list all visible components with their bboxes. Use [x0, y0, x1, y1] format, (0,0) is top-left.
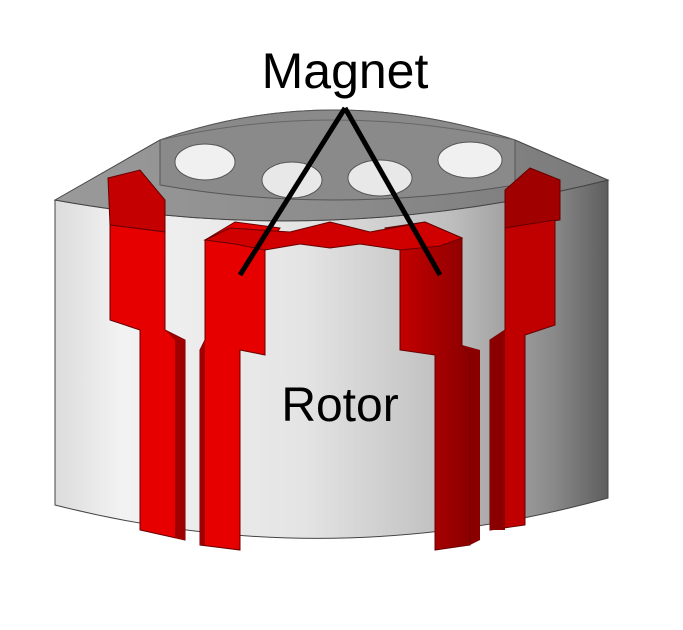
rotor-label: Rotor — [281, 379, 398, 432]
rotor-hole — [174, 143, 236, 181]
rotor-hole — [347, 159, 413, 197]
leader-line-left — [237, 106, 348, 277]
magnet-top-band — [203, 221, 464, 251]
magnet-right-outer — [489, 167, 561, 531]
rotor-top-face — [53, 109, 610, 222]
rotor-hole — [437, 141, 503, 179]
magnet-label: Magnet — [262, 43, 429, 99]
magnet-left-inner — [199, 221, 281, 551]
magnet-left-outer — [107, 169, 186, 541]
leader-line-right — [342, 106, 443, 277]
magnet-leader-lines — [237, 106, 443, 277]
